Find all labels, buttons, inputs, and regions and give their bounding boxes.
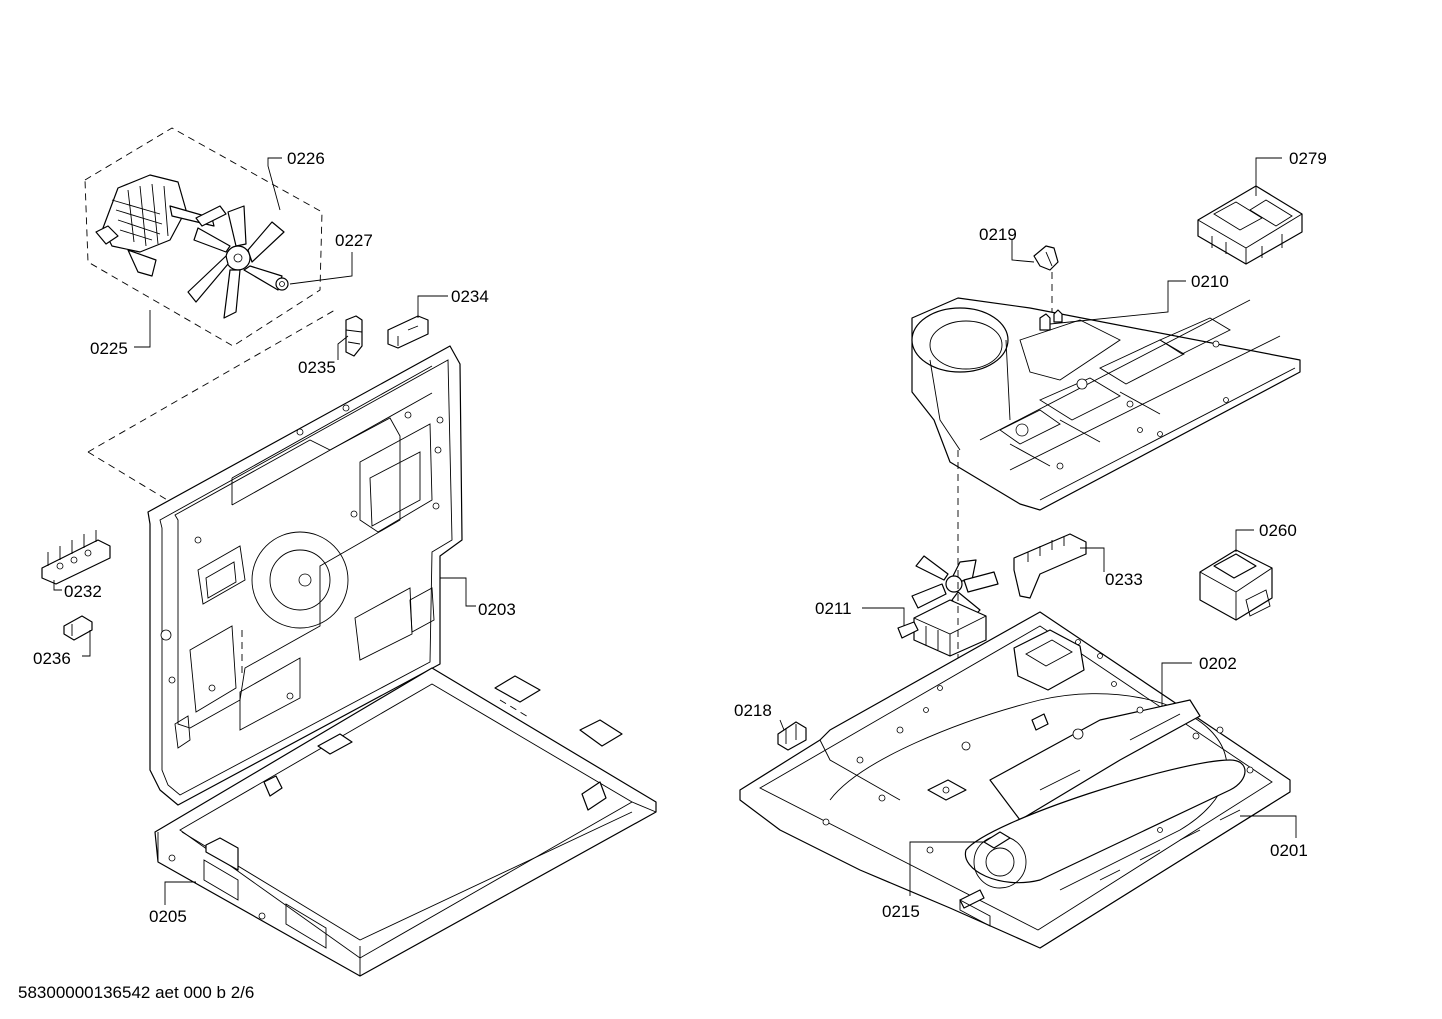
leader-0236 — [82, 630, 91, 657]
convection-fan-motor — [95, 174, 227, 277]
leader-lines — [53, 157, 1297, 905]
label-0226: 0226 — [287, 149, 325, 168]
leader-0218 — [779, 719, 785, 731]
leader-0205 — [164, 881, 196, 905]
label-0201: 0201 — [1270, 841, 1308, 860]
top-cover-with-fan-duct — [911, 297, 1301, 511]
leader-0211 — [862, 607, 905, 626]
leader-0260 — [1235, 529, 1254, 552]
label-0236: 0236 — [33, 649, 71, 668]
door-lock-sensor — [777, 721, 807, 751]
label-0205: 0205 — [149, 907, 187, 926]
cooling-fan-motor — [897, 555, 999, 657]
relay-module — [1197, 185, 1303, 265]
label-0218: 0218 — [734, 701, 772, 720]
label-0203: 0203 — [478, 600, 516, 619]
temperature-sensor — [345, 315, 363, 357]
label-0210: 0210 — [1191, 272, 1229, 291]
label-0215: 0215 — [882, 902, 920, 921]
label-0235: 0235 — [298, 358, 336, 377]
door-switch — [387, 315, 429, 349]
document-code: 58300000136542 aet 000 b 2/6 — [18, 983, 254, 1002]
leader-0234 — [417, 295, 448, 318]
fan-nut — [275, 277, 289, 291]
label-0232: 0232 — [64, 582, 102, 601]
base-plate — [739, 611, 1291, 949]
leader-0201 — [1240, 815, 1297, 838]
label-0227: 0227 — [335, 231, 373, 250]
leader-0215 — [909, 841, 984, 896]
label-0260: 0260 — [1259, 521, 1297, 540]
label-0219: 0219 — [979, 225, 1017, 244]
leader-0233 — [1080, 547, 1105, 572]
fan-motor-assembly-group — [84, 127, 323, 347]
leader-0232 — [53, 580, 62, 591]
leader-0202 — [1161, 662, 1192, 706]
terminal-block — [41, 530, 111, 585]
label-0211: 0211 — [815, 599, 852, 618]
leader-0226 — [267, 157, 282, 211]
label-0233: 0233 — [1105, 570, 1143, 589]
leader-0210 — [1049, 280, 1186, 325]
part-labels: 0226 0227 0225 0234 0235 0203 0232 0236 … — [33, 149, 1327, 926]
leader-0203 — [440, 577, 476, 607]
bottom-tray — [154, 667, 657, 977]
leader-0219 — [1011, 240, 1035, 263]
leader-0235 — [337, 335, 349, 360]
cable-clip — [63, 615, 93, 641]
back-panel — [147, 345, 463, 806]
label-0279: 0279 — [1289, 149, 1327, 168]
label-0202: 0202 — [1199, 654, 1237, 673]
leader-0279 — [1255, 157, 1282, 196]
leader-0225 — [134, 310, 151, 348]
thermostat-clip — [1033, 245, 1059, 271]
fan-impeller — [187, 205, 285, 319]
label-0225: 0225 — [90, 339, 128, 358]
transformer — [1199, 549, 1273, 621]
cable-bracket — [1013, 533, 1087, 599]
leader-0227 — [289, 252, 353, 285]
label-0234: 0234 — [451, 287, 489, 306]
